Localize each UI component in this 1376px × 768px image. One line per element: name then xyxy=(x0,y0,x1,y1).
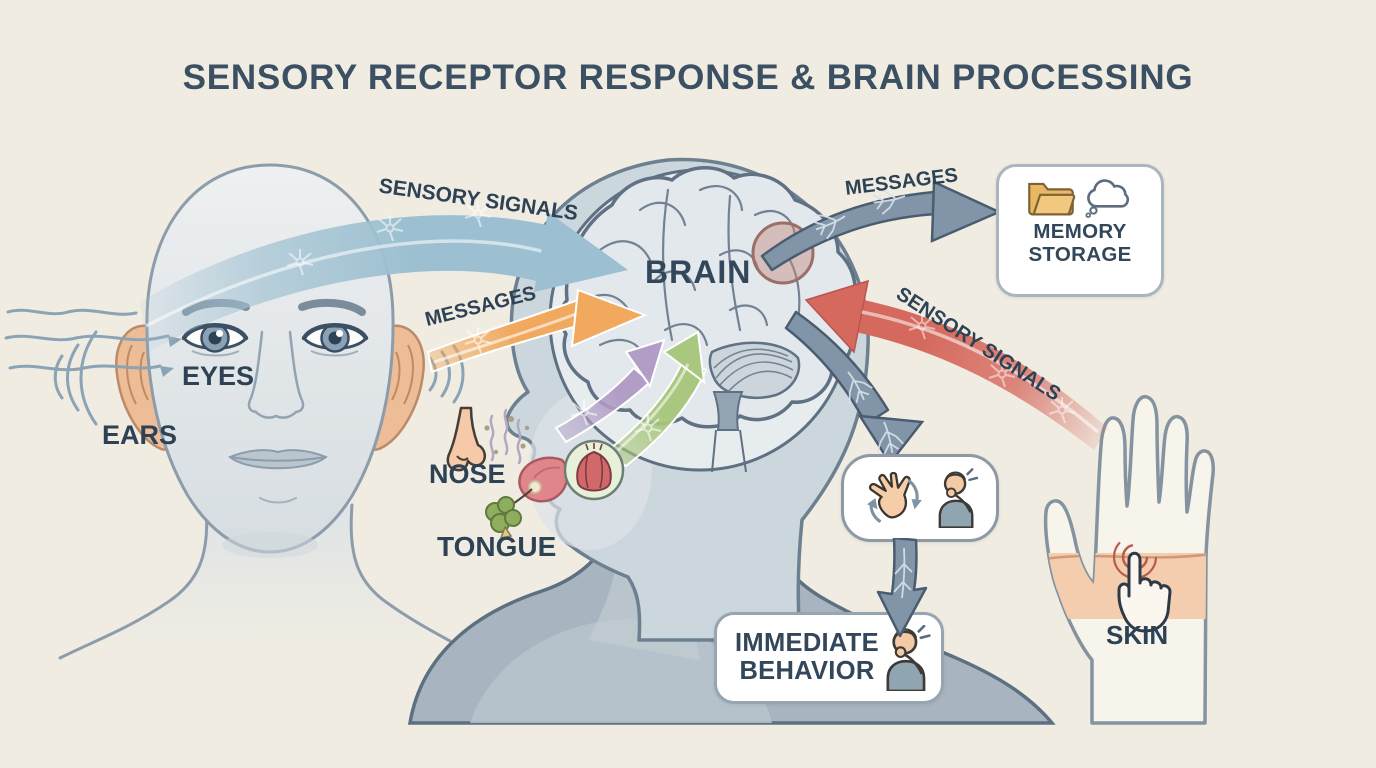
taste-bud-badge xyxy=(563,439,625,501)
label-eyes: EYES xyxy=(182,361,255,391)
sneezing-person-icon xyxy=(886,625,931,691)
immediate-behavior-label: IMMEDIATE BEHAVIOR xyxy=(735,629,879,685)
arrow-brain-to-reflex xyxy=(784,310,925,466)
label-brain: BRAIN xyxy=(645,254,752,290)
arrow-nose-to-brain xyxy=(554,338,666,444)
scent-waves xyxy=(489,408,522,465)
diagram-title: SENSORY RECEPTOR RESPONSE & BRAIN PROCES… xyxy=(182,58,1194,97)
label-skin: SKIN xyxy=(1106,620,1169,650)
folder-icon xyxy=(1028,182,1076,216)
label-tongue: TONGUE xyxy=(437,531,557,562)
pointer-hand-icon xyxy=(1117,551,1172,633)
arrow-brain-to-memory xyxy=(760,180,1003,272)
memory-storage-box: MEMORY STORAGE xyxy=(996,164,1164,297)
broccoli-icon xyxy=(485,488,533,539)
arrow-ears-to-brain xyxy=(426,288,648,404)
rotating-hand-icon xyxy=(867,471,922,524)
memory-storage-label: MEMORY STORAGE xyxy=(1028,220,1132,266)
thought-cloud-icon xyxy=(1085,179,1130,218)
arrow-reflex-to-behavior xyxy=(876,538,928,638)
left-eye xyxy=(181,323,249,357)
front-lips xyxy=(228,449,328,470)
right-eye xyxy=(301,323,369,357)
sound-waves-left xyxy=(4,308,170,426)
arrow-skin-to-brain xyxy=(804,279,1108,450)
hand-illustration xyxy=(1043,395,1215,725)
sneezing-person-icon xyxy=(938,468,978,528)
label-nose: NOSE xyxy=(429,459,506,489)
front-nose xyxy=(247,330,305,419)
nose-icon xyxy=(446,406,487,472)
arrow-tongue-to-brain xyxy=(604,330,708,468)
label-ears: EARS xyxy=(102,420,178,450)
arrow-eyes-to-brain xyxy=(140,200,628,352)
reflex-response-box xyxy=(841,454,999,542)
scent-particles xyxy=(484,416,530,455)
